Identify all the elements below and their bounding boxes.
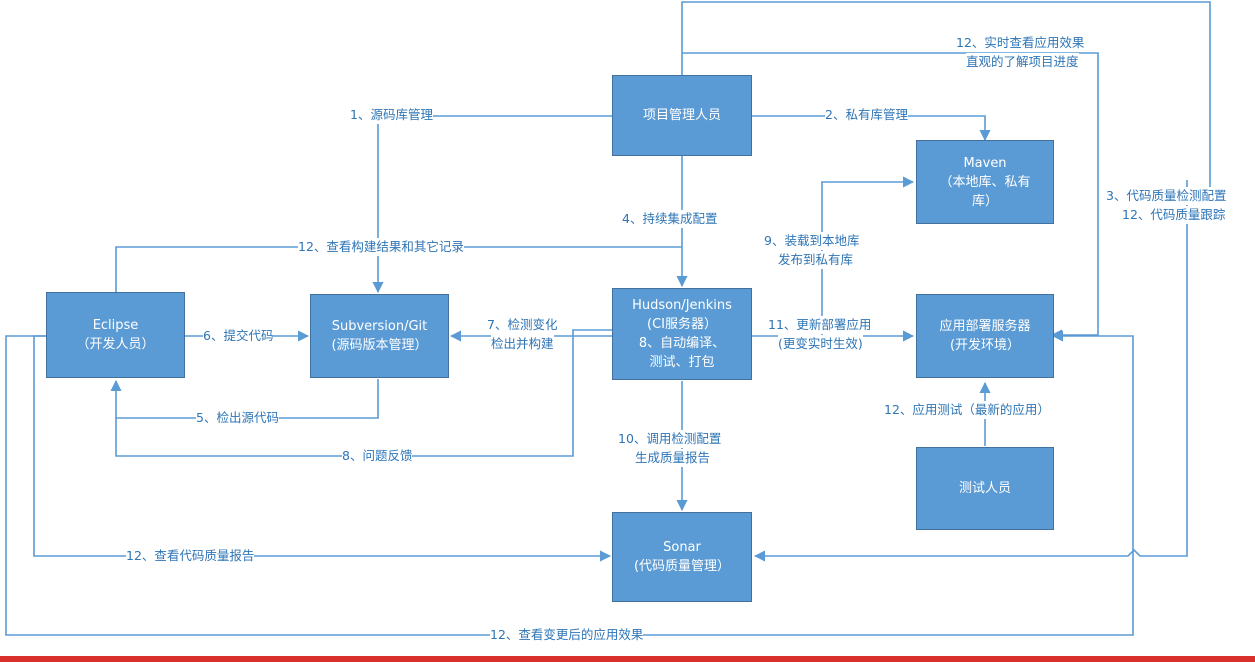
node-eclipse: Eclipse （开发人员） — [46, 292, 185, 378]
node-project-manager: 项目管理人员 — [612, 75, 752, 156]
node-maven-sub1: （本地库、私有 — [939, 174, 1031, 190]
label-12-quality-report: 12、查看代码质量报告 — [126, 547, 255, 565]
label-5-checkout: 5、检出源代码 — [196, 409, 279, 427]
arrow-pm-to-svn — [372, 115, 612, 294]
label-12-app-test: 12、应用测试（最新的应用） — [884, 401, 1050, 419]
label-9-publish: 发布到私有库 — [778, 251, 854, 269]
node-jenkins-step2: 测试、打包 — [649, 355, 715, 370]
node-jenkins-title: Hudson/Jenkins — [632, 298, 732, 313]
node-svn-git: Subversion/Git (源码版本管理） — [310, 294, 449, 378]
label-12-build-results: 12、查看构建结果和其它记录 — [298, 238, 464, 256]
arrow-pm-to-server-top-2 — [682, 52, 1099, 341]
node-deploy-server: 应用部署服务器 (开发环境） — [916, 294, 1054, 378]
label-12-progress: 直观的了解项目进度 — [966, 53, 1079, 71]
label-12-realtime: 12、实时查看应用效果 — [956, 34, 1085, 52]
node-sonar-sub: (代码质量管理） — [633, 559, 731, 574]
node-jenkins-sub: (CI服务器） — [647, 317, 717, 332]
label-1-source-repo: 1、源码库管理 — [350, 106, 433, 124]
node-deploy-server-sub: (开发环境） — [949, 338, 1021, 353]
label-10-report: 生成质量报告 — [635, 449, 711, 467]
label-12-app-effect: 12、查看变更后的应用效果 — [490, 626, 644, 644]
label-9-load-local: 9、装载到本地库 — [764, 232, 860, 250]
label-10-invoke: 10、调用检测配置 — [618, 430, 722, 448]
label-6-commit: 6、提交代码 — [203, 327, 274, 345]
node-project-manager-label: 项目管理人员 — [642, 108, 721, 123]
arrow-to-maven-local — [821, 176, 915, 336]
node-svn-git-title: Subversion/Git — [331, 319, 428, 334]
node-maven-sub2: 库） — [971, 193, 998, 209]
node-sonar-title: Sonar — [663, 540, 701, 555]
label-7-build: 检出并构建 — [491, 335, 554, 353]
node-deploy-server-title: 应用部署服务器 — [939, 319, 1031, 334]
line-feedback — [115, 329, 612, 457]
label-11-live: (更变实时生效) — [778, 335, 863, 353]
arrow-quality-to-sonar — [753, 180, 1188, 562]
node-eclipse-title: Eclipse — [92, 318, 139, 333]
node-eclipse-sub: （开发人员） — [76, 337, 155, 352]
node-tester-label: 测试人员 — [958, 481, 1011, 496]
node-tester: 测试人员 — [916, 447, 1054, 530]
bottom-accent-bar — [0, 656, 1255, 662]
label-3-quality-track: 12、代码质量跟踪 — [1122, 206, 1226, 224]
label-4-ci-config: 4、持续集成配置 — [622, 210, 718, 228]
label-11-update: 11、更新部署应用 — [768, 316, 872, 334]
node-svn-git-sub: (源码版本管理） — [331, 338, 428, 353]
node-jenkins: Hudson/Jenkins (CI服务器） 8、自动编译、 测试、打包 — [612, 288, 752, 380]
label-2-private-repo: 2、私有库管理 — [825, 106, 908, 124]
node-sonar: Sonar (代码质量管理） — [612, 512, 752, 602]
label-3-quality-config: 3、代码质量检测配置 — [1106, 187, 1227, 205]
node-maven-title: Maven — [963, 155, 1007, 171]
node-maven: Maven （本地库、私有 库） — [916, 140, 1054, 224]
node-jenkins-step1: 8、自动编译、 — [638, 336, 726, 351]
label-7-detect: 7、检测变化 — [487, 316, 558, 334]
line-eclipse-build-results — [115, 246, 682, 292]
arrow-pm-to-server-top — [681, 1, 1211, 195]
label-8-feedback: 8、问题反馈 — [342, 447, 413, 465]
